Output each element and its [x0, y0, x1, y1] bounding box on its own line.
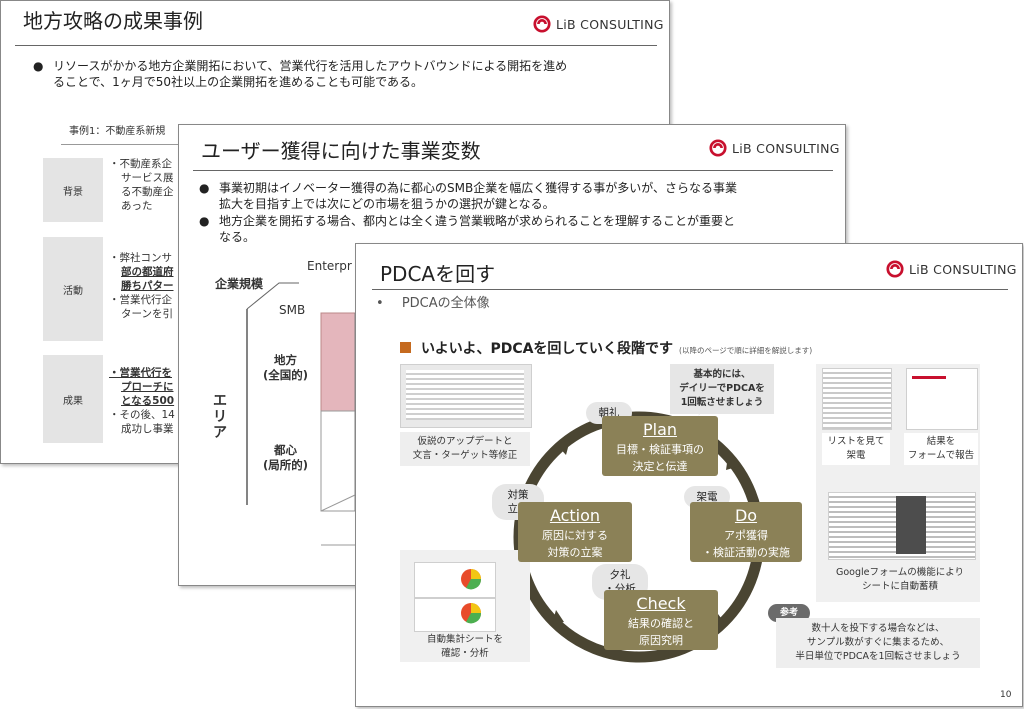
- title-divider: [372, 289, 1008, 290]
- slide-title: PDCAを回す: [380, 262, 496, 286]
- bullet-dot-icon: ●: [199, 181, 210, 195]
- row-label-result: 成果: [43, 355, 103, 443]
- company-logo: LiB CONSULTING: [709, 139, 840, 157]
- phase-do: Do アポ獲得・検証活動の実施: [690, 502, 802, 562]
- label-area-axis: エリア: [213, 393, 227, 441]
- phase-check: Check 結果の確認と原因究明: [604, 590, 718, 650]
- company-name: LiB CONSULTING: [732, 140, 840, 156]
- square-marker-icon: [400, 342, 411, 353]
- title-divider: [193, 170, 833, 171]
- company-logo: LiB CONSULTING: [886, 260, 1017, 278]
- case-label: 事例1：不動産系新規: [69, 126, 166, 137]
- lib-logo-icon: [886, 260, 904, 278]
- phase-action: Action 原因に対する対策の立案: [518, 502, 632, 562]
- label-smb: SMB: [279, 303, 306, 317]
- label-region-urban: 都心 (局所的): [263, 443, 309, 472]
- caption-google-form: Googleフォームの機能により シートに自動蓄積: [822, 564, 978, 596]
- lib-logo-icon: [533, 15, 551, 33]
- label-region-national: 地方 (全国的): [263, 353, 309, 382]
- screenshot-summary-2: [414, 598, 496, 632]
- bullet-dot-icon: ●: [199, 214, 210, 228]
- lib-logo-icon: [709, 139, 727, 157]
- slide-pdca: PDCAを回す LiB CONSULTING • PDCAの全体像 いよいよ、P…: [355, 243, 1023, 707]
- form-accent-line: [912, 376, 946, 379]
- slide-title: ユーザー獲得に向けた事業変数: [201, 139, 481, 163]
- caption-report: 結果を フォームで報告: [904, 433, 978, 465]
- bullet-dot-icon: •: [376, 296, 384, 311]
- heading-note: (以降のページで順に詳細を解説します): [679, 346, 813, 355]
- row-text-background: ・不動産系企 サービス展 る不動産企 あった: [109, 158, 174, 212]
- intro-line-2: ることで、1ヶ月で50社以上の企業開拓を進めることも可能である。: [53, 75, 423, 89]
- intro-line-1: リソースがかかる地方企業開拓において、営業代行を活用したアウトバウンドによる開拓…: [53, 59, 568, 73]
- row-text-activity: ・弊社コンサ 部の都道府 勝ちパター ・営業代行企 ターンを引: [109, 252, 174, 320]
- pie-chart-icon: [461, 569, 482, 590]
- bullet-2: ● 地方企業を開拓する場合、都内とは全く違う営業戦略が求められることを理解するこ…: [199, 214, 736, 244]
- bullet-dot-icon: ●: [33, 59, 44, 73]
- label-enterprise: Enterpr: [307, 259, 352, 273]
- heading-text: いよいよ、PDCAを回していく段階です: [421, 341, 674, 357]
- sub-bullet: • PDCAの全体像: [376, 296, 490, 311]
- company-logo: LiB CONSULTING: [533, 15, 664, 33]
- company-name: LiB CONSULTING: [556, 16, 664, 32]
- screenshot-summary-1: [414, 562, 496, 598]
- row-label-activity: 活動: [43, 237, 103, 341]
- row-label-background: 背景: [43, 158, 103, 222]
- phase-plan: Plan 目標・検証事項の決定と伝達: [602, 416, 718, 476]
- pie-chart-icon: [461, 603, 482, 624]
- page-number: 10: [1000, 690, 1012, 700]
- axis-company-size: 企業規模: [215, 277, 264, 291]
- screenshot-call-list: [822, 368, 892, 430]
- slide-title: 地方攻略の成果事例: [23, 9, 203, 33]
- caption-list-call: リストを見て 架電: [822, 433, 890, 465]
- caption-hypothesis: 仮説のアップデートと 文言・ターゲット等修正: [400, 432, 530, 466]
- sheet-dark-column: [896, 496, 926, 554]
- row-text-result: ・営業代行を プローチに となる500 ・その後、14 成功し事業: [109, 367, 175, 435]
- company-name: LiB CONSULTING: [909, 261, 1017, 277]
- caption-auto-sheet: 自動集計シートを 確認・分析: [400, 632, 530, 662]
- bullet-1: ● 事業初期はイノベーター獲得の為に都心のSMB企業を幅広く獲得する事が多いが、…: [199, 181, 737, 211]
- reference-note: 数十人を投下する場合などは、 サンプル数がすぐに集まるため、 半日単位でPDCA…: [776, 618, 980, 668]
- section-heading: いよいよ、PDCAを回していく段階です (以降のページで順に詳細を解説します): [400, 338, 812, 358]
- reference-badge: 参考: [768, 604, 810, 622]
- sheet-lines-decoration: [406, 370, 524, 420]
- case-rule: [61, 144, 261, 145]
- title-divider: [15, 45, 657, 46]
- daily-pdca-callout: 基本的には、 デイリーでPDCAを 1回転させましょう: [670, 364, 774, 414]
- intro-bullet: ● リソースがかかる地方企業開拓において、営業代行を活用したアウトバウンドによる…: [33, 58, 653, 90]
